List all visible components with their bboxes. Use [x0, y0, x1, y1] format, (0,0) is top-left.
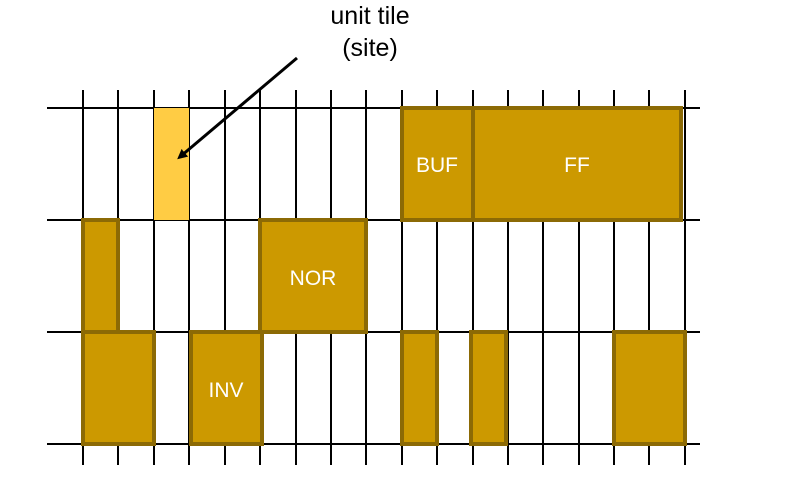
label-ff: FF	[564, 154, 590, 177]
annotation-caption: unit tile (site)	[270, 0, 470, 64]
cell-row2-left	[81, 218, 120, 334]
annotation-line-1: unit tile	[330, 2, 410, 30]
cell-row3-right	[612, 330, 687, 446]
label-inv: INV	[208, 379, 243, 402]
cell-row3-small-1	[400, 330, 439, 446]
placed-cells	[81, 106, 687, 446]
cell-row3-small-2	[469, 330, 508, 446]
cell-ff	[471, 106, 683, 222]
annotation-line-2: (site)	[342, 34, 398, 62]
cell-nor	[258, 218, 368, 334]
label-buf: BUF	[416, 154, 458, 177]
pointer-arrow	[177, 56, 298, 160]
label-nor: NOR	[290, 267, 337, 290]
cell-inv	[189, 330, 264, 446]
unit-tile-site	[154, 108, 189, 220]
cell-buf	[400, 106, 475, 222]
cell-row3-left	[81, 330, 156, 446]
